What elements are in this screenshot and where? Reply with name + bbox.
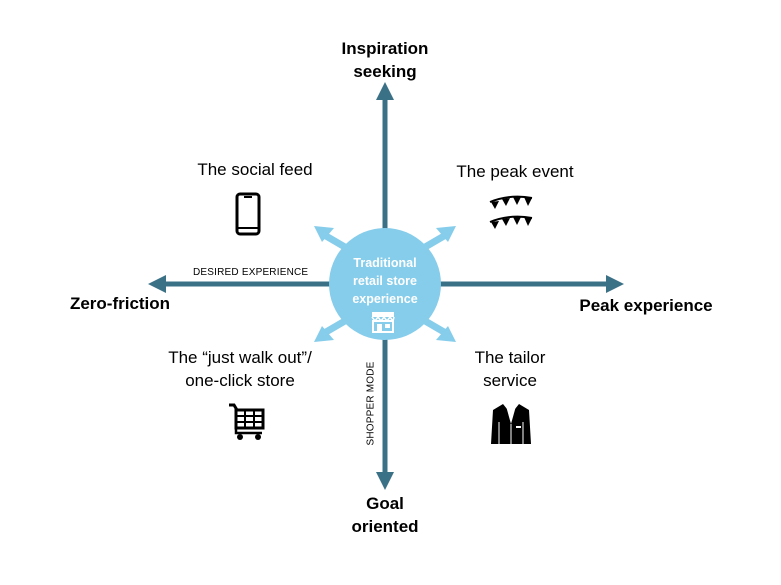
vertical-axis-caption: SHOPPER MODE (365, 361, 377, 446)
center-label-line1: Traditional (353, 256, 417, 270)
axis-label-left: Zero-friction (69, 294, 171, 313)
suit-jacket-icon (491, 404, 531, 444)
storefront-icon (371, 312, 395, 333)
axis-label-bottom-line2: oriented (351, 517, 419, 536)
quadrant-bottom-left-line1: The “just walk out”/ (168, 348, 312, 367)
quadrant-bottom-right-label: The tailor service (435, 346, 585, 392)
axis-label-top-line2: seeking (353, 62, 417, 81)
quadrant-top-left-label: The social feed (170, 158, 340, 181)
center-label: Traditional retail store experience (330, 254, 440, 308)
center-label-line3: experience (352, 292, 418, 306)
horizontal-axis-left-arrowhead (148, 275, 166, 293)
quadrant-top-right-label: The peak event (430, 160, 600, 183)
quadrant-top-left-line1: The social feed (197, 160, 313, 179)
shopping-cart-icon (229, 403, 265, 440)
axis-label-bottom: Goal oriented (300, 492, 470, 538)
center-label-line2: retail store (353, 274, 417, 288)
axis-label-top-line1: Inspiration (341, 39, 429, 58)
quadrant-bottom-left-label: The “just walk out”/ one-click store (145, 346, 335, 392)
axis-label-bottom-line1: Goal (366, 494, 404, 513)
quadrant-top-right-line1: The peak event (456, 162, 574, 181)
smartphone-icon (235, 192, 261, 236)
axis-label-top: Inspiration seeking (300, 37, 470, 83)
vertical-axis-bottom-arrowhead (376, 472, 394, 490)
quadrant-bottom-right-line2: service (483, 371, 537, 390)
quadrant-bottom-left-line2: one-click store (185, 371, 295, 390)
horizontal-axis-right-arrowhead (606, 275, 624, 293)
axis-label-right: Peak experience (579, 296, 713, 315)
center-circle (329, 228, 441, 340)
vertical-axis-top-arrowhead (376, 82, 394, 100)
bunting-icon (489, 195, 533, 229)
quadrant-bottom-right-line1: The tailor (474, 348, 546, 367)
horizontal-axis-caption: DESIRED EXPERIENCE (193, 267, 309, 278)
